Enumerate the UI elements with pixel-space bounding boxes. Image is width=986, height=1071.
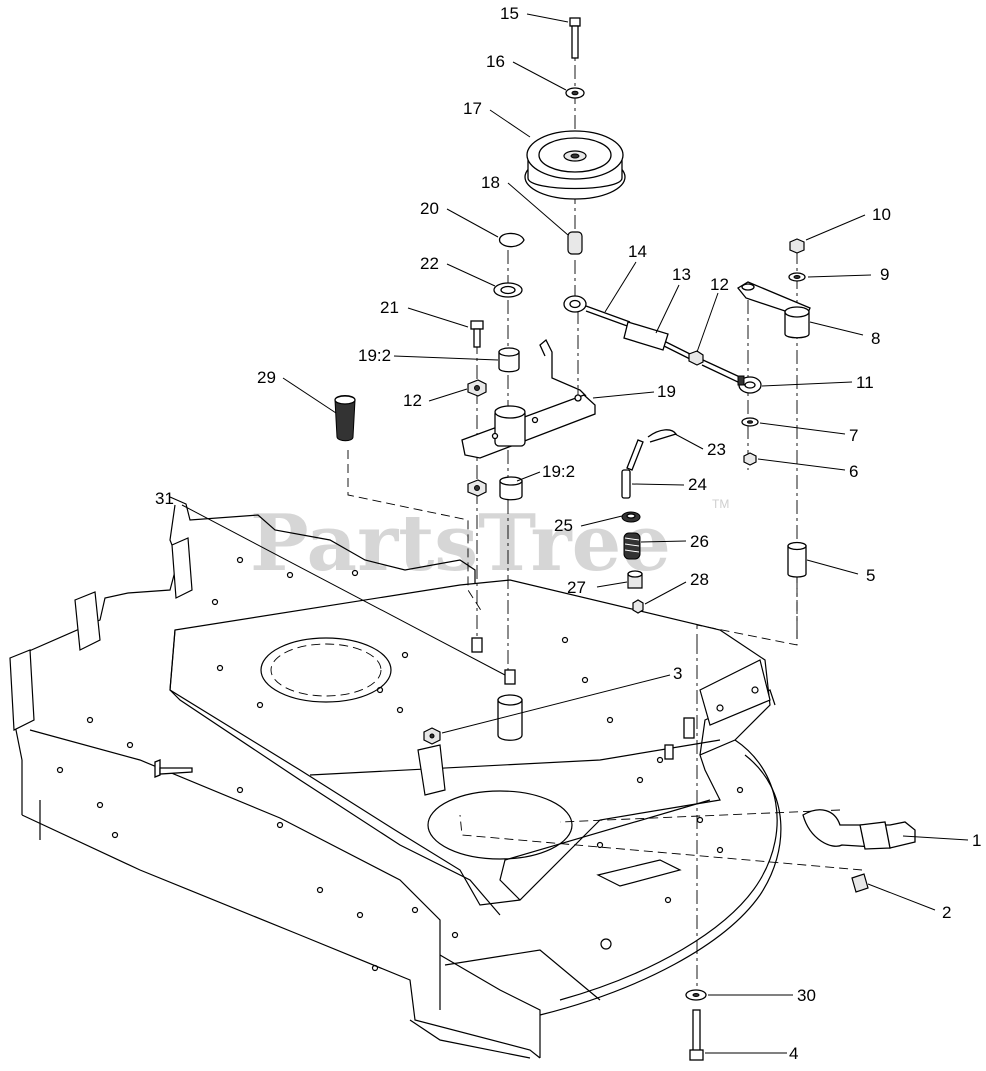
deck-holes: [56, 556, 744, 972]
part-12-nut-lower: [467, 479, 487, 497]
callout-4: 4: [789, 1044, 798, 1063]
part-6-nut: [743, 452, 757, 466]
watermark-trademark: TM: [712, 497, 729, 511]
part-19-idler-arm: [461, 338, 596, 459]
part-28-nut: [632, 599, 644, 614]
deck-posts: [664, 717, 695, 760]
leader-lines: [181, 13, 969, 1054]
part-19-bushing-lower: [499, 476, 523, 501]
callout-24: 24: [688, 475, 707, 494]
callout-12-middle: 12: [710, 275, 729, 294]
part-9-washer: [788, 272, 806, 282]
part-4-bolt: [689, 1009, 704, 1061]
callout-26: 26: [690, 532, 709, 551]
callout-30: 30: [797, 986, 816, 1005]
callout-29: 29: [257, 368, 276, 387]
callout-7: 7: [849, 426, 858, 445]
callout-25: 25: [554, 516, 573, 535]
callout-13: 13: [672, 265, 691, 284]
callout-11: 11: [856, 373, 874, 392]
callout-19-2-lower: 19:2: [542, 462, 575, 481]
part-14-eye-bolt: [563, 295, 631, 328]
callout-22: 22: [420, 254, 439, 273]
part-12-nut-middle: [688, 350, 704, 366]
callout-20: 20: [420, 199, 439, 218]
part-30-washer: [685, 989, 707, 1001]
part-19-bushing-upper: [498, 347, 520, 373]
part-7-washer: [741, 417, 759, 427]
callout-10: 10: [872, 205, 891, 224]
callout-23: 23: [707, 440, 726, 459]
callout-19-2-upper: 19:2: [358, 346, 391, 365]
part-11-eye-rod: [701, 359, 762, 394]
part-2-bolt: [851, 873, 869, 893]
part-16-washer: [565, 87, 585, 99]
callout-21: 21: [380, 298, 399, 317]
part-21-bolt: [470, 320, 484, 348]
callout-16: 16: [486, 52, 505, 71]
part-3-nut: [423, 727, 441, 745]
part-12-nut-left: [467, 379, 487, 397]
part-13-turnbuckle: [623, 321, 693, 360]
callout-6: 6: [849, 462, 858, 481]
part-31-stud: [471, 637, 523, 741]
callout-28: 28: [690, 570, 709, 589]
callout-labels: 15 16 17 18 20 22 21 19:2 12 29 14 13 12…: [155, 4, 981, 1063]
part-27-collar: [627, 570, 643, 589]
part-10-nut: [789, 238, 805, 254]
callout-19: 19: [657, 382, 676, 401]
part-24-spring-rod: [621, 439, 644, 499]
callout-5: 5: [866, 566, 875, 585]
mower-deck: [9, 496, 782, 1059]
part-23-hairpin: [647, 429, 678, 443]
callout-15: 15: [500, 4, 519, 23]
part-1-belt-guard: [802, 809, 916, 850]
callout-18: 18: [481, 173, 500, 192]
callout-27: 27: [567, 578, 586, 597]
part-8-pivot-arm: [737, 281, 811, 339]
callout-12-left: 12: [403, 391, 422, 410]
callout-2: 2: [942, 903, 951, 922]
callout-9: 9: [880, 265, 889, 284]
part-15-bolt: [569, 17, 581, 59]
callout-31: 31: [155, 489, 174, 508]
callout-3: 3: [673, 664, 682, 683]
part-29-grip: [334, 395, 356, 442]
part-25-washer: [621, 511, 641, 523]
part-18-spacer: [567, 231, 583, 255]
callout-14: 14: [628, 242, 647, 261]
part-26-spring: [623, 532, 641, 560]
callout-8: 8: [871, 329, 880, 348]
callout-17: 17: [463, 99, 482, 118]
part-20-e-clip: [499, 232, 525, 248]
callout-1: 1: [972, 831, 981, 850]
watermark-text: PartsTree: [250, 498, 671, 589]
part-22-washer: [493, 282, 523, 298]
part-17-idler-pulley: [524, 130, 626, 200]
part-5-spacer: [787, 541, 807, 578]
